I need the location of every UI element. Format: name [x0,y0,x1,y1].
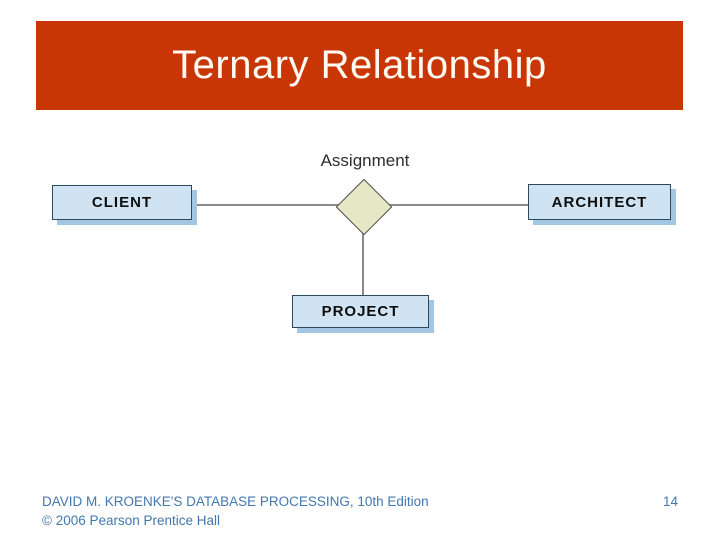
title-bar: Ternary Relationship [36,21,683,110]
relationship-diamond-shape [335,178,393,236]
entity-box-client: CLIENT [52,185,192,220]
entity-label-client: CLIENT [91,194,153,211]
slide-title: Ternary Relationship [172,43,547,87]
entity-label-project: PROJECT [321,303,400,320]
entity-box-architect: ARCHITECT [528,184,671,220]
page-number: 14 [662,494,678,509]
footer-credit-line2: © 2006 Pearson Prentice Hall [42,513,221,528]
footer-credits: DAVID M. KROENKE'S DATABASE PROCESSING, … [42,492,429,530]
entity-label-architect: ARCHITECT [551,193,648,211]
footer-credit-line1: DAVID M. KROENKE'S DATABASE PROCESSING, … [42,494,429,509]
entity-box-project: PROJECT [292,295,429,328]
connector-line-vertical [362,230,364,295]
relationship-label: Assignment [320,151,410,170]
